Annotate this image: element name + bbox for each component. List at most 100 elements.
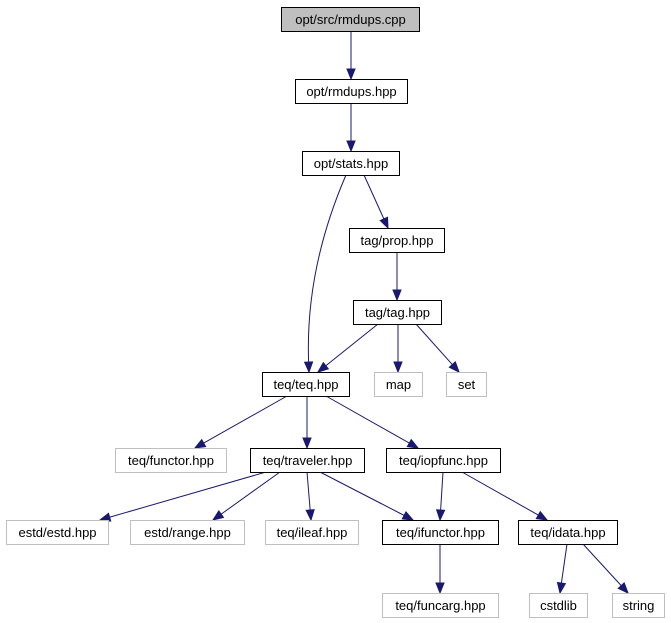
node-box — [446, 372, 487, 397]
node-box — [612, 593, 665, 618]
node-idata-hpp[interactable]: teq/idata.hpp — [518, 520, 618, 545]
arrowhead — [379, 216, 389, 230]
arrowhead — [211, 510, 225, 521]
node-label: teq/ifunctor.hpp — [396, 525, 485, 540]
edge-traveler-hpp-to-ileaf-hpp — [305, 471, 315, 522]
node-label: opt/src/rmdups.cpp — [295, 12, 406, 27]
edge-tag-hpp-to-teq-hpp — [316, 323, 379, 373]
edge-line — [307, 174, 347, 364]
edge-rmdups-cpp-to-rmdups-hpp — [346, 31, 356, 81]
node-prop-hpp[interactable]: tag/prop.hpp — [349, 228, 445, 253]
edge-tag-hpp-to-set — [415, 323, 460, 374]
arrowhead — [346, 68, 356, 81]
edge-line — [363, 174, 385, 221]
edge-line — [202, 395, 288, 445]
edge-ifunctor-hpp-to-funcarg-hpp — [435, 544, 445, 595]
node-box — [382, 520, 499, 545]
node-box — [374, 372, 423, 397]
arrowhead — [406, 438, 420, 449]
node-label: estd/estd.hpp — [18, 525, 96, 540]
node-label: opt/rmdups.hpp — [306, 84, 396, 99]
arrowhead — [392, 289, 402, 302]
edge-teq-hpp-to-traveler-hpp — [302, 396, 312, 450]
edge-line — [319, 471, 406, 517]
node-set: set — [446, 372, 487, 397]
node-teq-hpp[interactable]: teq/teq.hpp — [262, 372, 350, 397]
node-label: teq/idata.hpp — [530, 525, 605, 540]
edge-iopfunc-hpp-to-idata-hpp — [461, 471, 549, 521]
edge-rmdups-hpp-to-stats-hpp — [346, 103, 356, 153]
node-box — [382, 593, 499, 618]
arrowhead — [303, 361, 314, 374]
node-traveler-hpp[interactable]: teq/traveler.hpp — [250, 448, 365, 473]
node-box — [386, 448, 501, 473]
arrowhead — [393, 361, 403, 374]
node-box — [518, 520, 618, 545]
node-label: teq/teq.hpp — [273, 377, 338, 392]
node-cstdlib: cstdlib — [529, 593, 588, 618]
node-box — [529, 593, 588, 618]
edge-stats-hpp-to-prop-hpp — [363, 174, 389, 230]
edge-line — [220, 471, 281, 516]
edge-tag-hpp-to-map — [393, 324, 403, 374]
edge-traveler-hpp-to-range-hpp — [211, 471, 281, 521]
edge-traveler-hpp-to-estd-hpp — [98, 471, 267, 522]
node-box — [353, 300, 442, 325]
node-label: teq/funcarg.hpp — [395, 598, 485, 613]
node-funcarg-hpp: teq/funcarg.hpp — [382, 593, 499, 618]
edge-line — [324, 323, 379, 367]
node-ifunctor-hpp[interactable]: teq/ifunctor.hpp — [382, 520, 499, 545]
edge-teq-hpp-to-functor-hpp — [193, 395, 288, 449]
node-label: string — [623, 598, 655, 613]
node-box — [250, 448, 365, 473]
arrowhead — [556, 581, 567, 595]
arrowhead — [617, 582, 629, 594]
node-box — [349, 228, 445, 253]
edge-line — [415, 323, 454, 366]
node-box — [115, 448, 227, 473]
edge-line — [560, 543, 568, 585]
edge-line — [108, 471, 267, 518]
node-box — [130, 520, 245, 545]
node-box — [281, 7, 420, 32]
node-label: teq/functor.hpp — [128, 453, 214, 468]
edge-idata-hpp-to-string — [582, 543, 629, 594]
node-tag-hpp[interactable]: tag/tag.hpp — [353, 300, 442, 325]
node-box — [6, 520, 109, 545]
node-rmdups-cpp: opt/src/rmdups.cpp — [281, 7, 420, 32]
arrowhead — [302, 437, 312, 450]
arrowhead — [305, 509, 315, 522]
edge-line — [306, 471, 311, 512]
node-label: estd/range.hpp — [144, 525, 231, 540]
edges-layer — [98, 31, 629, 595]
arrowhead — [346, 140, 356, 153]
node-range-hpp: estd/range.hpp — [130, 520, 245, 545]
node-label: map — [386, 377, 411, 392]
node-label: set — [458, 377, 476, 392]
edge-line — [461, 471, 540, 517]
nodes-layer: opt/src/rmdups.cpp opt/rmdups.hpp opt/stat… — [6, 7, 665, 618]
node-label: teq/traveler.hpp — [263, 453, 353, 468]
edge-teq-hpp-to-iopfunc-hpp — [325, 395, 420, 449]
node-functor-hpp: teq/functor.hpp — [115, 448, 227, 473]
node-map: map — [374, 372, 423, 397]
node-label: opt/stats.hpp — [314, 156, 388, 171]
arrowhead — [435, 582, 445, 595]
node-stats-hpp[interactable]: opt/stats.hpp — [302, 151, 400, 176]
node-iopfunc-hpp[interactable]: teq/iopfunc.hpp — [386, 448, 501, 473]
arrowhead — [98, 512, 112, 522]
arrowhead — [193, 438, 207, 449]
edge-idata-hpp-to-cstdlib — [556, 543, 568, 595]
arrowhead — [535, 510, 549, 521]
node-rmdups-hpp[interactable]: opt/rmdups.hpp — [295, 79, 408, 104]
node-box — [262, 372, 350, 397]
edge-iopfunc-hpp-to-ifunctor-hpp — [435, 471, 446, 522]
node-label: teq/ileaf.hpp — [277, 525, 348, 540]
node-label: tag/prop.hpp — [360, 233, 433, 248]
arrowhead — [401, 510, 415, 521]
edge-line — [325, 395, 411, 445]
node-box — [295, 79, 408, 104]
arrowhead — [435, 509, 446, 522]
edge-stats-hpp-to-teq-hpp — [303, 174, 347, 374]
